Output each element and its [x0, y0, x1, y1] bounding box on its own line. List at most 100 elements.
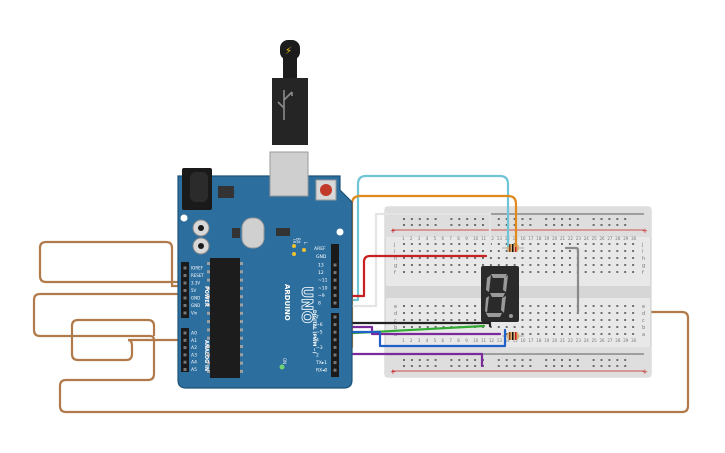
analog-header[interactable]: [181, 328, 189, 372]
breadboard-hole[interactable]: [632, 312, 635, 314]
breadboard-hole[interactable]: [434, 312, 437, 314]
rail-hole[interactable]: [529, 365, 532, 367]
breadboard-hole[interactable]: [576, 333, 579, 335]
breadboard-hole[interactable]: [616, 257, 619, 259]
breadboard-hole[interactable]: [442, 257, 445, 259]
breadboard-hole[interactable]: [632, 305, 635, 307]
breadboard-hole[interactable]: [403, 305, 405, 307]
rail-hole[interactable]: [474, 365, 477, 367]
rail-hole[interactable]: [410, 365, 413, 367]
breadboard-hole[interactable]: [434, 326, 437, 328]
breadboard-hole[interactable]: [568, 257, 571, 259]
breadboard-hole[interactable]: [608, 326, 611, 328]
breadboard-hole[interactable]: [608, 264, 611, 266]
rail-hole[interactable]: [482, 224, 484, 226]
breadboard-hole[interactable]: [600, 333, 603, 335]
arduino-uno-board[interactable]: ARDUINO UNO ON TX RX L IOREFRESET3.3V5VG…: [177, 151, 353, 389]
breadboard-hole[interactable]: [489, 257, 492, 259]
rail-hole[interactable]: [553, 359, 556, 361]
breadboard-hole[interactable]: [553, 333, 556, 335]
breadboard-hole[interactable]: [521, 312, 524, 314]
breadboard-hole[interactable]: [600, 243, 603, 245]
breadboard-hole[interactable]: [450, 250, 453, 252]
rail-hole[interactable]: [403, 218, 405, 220]
breadboard-hole[interactable]: [529, 264, 532, 266]
breadboard-hole[interactable]: [410, 243, 413, 245]
breadboard-hole[interactable]: [608, 257, 611, 259]
breadboard-hole[interactable]: [568, 243, 571, 245]
header-pin[interactable]: [333, 286, 337, 290]
breadboard-hole[interactable]: [458, 271, 461, 273]
breadboard-hole[interactable]: [616, 250, 619, 252]
rail-hole[interactable]: [466, 224, 469, 226]
breadboard-hole[interactable]: [466, 271, 469, 273]
rail-hole[interactable]: [600, 218, 603, 220]
header-pin[interactable]: [183, 331, 187, 335]
rail-hole[interactable]: [505, 218, 508, 220]
header-pin[interactable]: [333, 345, 337, 349]
breadboard-hole[interactable]: [434, 257, 437, 259]
breadboard-hole[interactable]: [458, 312, 461, 314]
breadboard-hole[interactable]: [474, 305, 477, 307]
breadboard-hole[interactable]: [513, 326, 516, 328]
breadboard-hole[interactable]: [466, 312, 469, 314]
rail-hole[interactable]: [553, 365, 556, 367]
breadboard-hole[interactable]: [450, 319, 453, 321]
breadboard-hole[interactable]: [616, 326, 619, 328]
breadboard-hole[interactable]: [624, 257, 627, 259]
breadboard-hole[interactable]: [592, 264, 595, 266]
breadboard-hole[interactable]: [505, 264, 508, 266]
header-pin[interactable]: [183, 311, 187, 315]
breadboard-hole[interactable]: [608, 312, 611, 314]
breadboard-hole[interactable]: [632, 264, 635, 266]
breadboard-hole[interactable]: [576, 319, 579, 321]
breadboard-hole[interactable]: [521, 243, 524, 245]
rail-hole[interactable]: [458, 359, 461, 361]
breadboard-hole[interactable]: [624, 243, 627, 245]
breadboard-hole[interactable]: [608, 305, 611, 307]
header-pin[interactable]: [183, 338, 187, 342]
rail-hole[interactable]: [403, 224, 405, 226]
breadboard-hole[interactable]: [600, 305, 603, 307]
breadboard-hole[interactable]: [537, 305, 540, 307]
breadboard-hole[interactable]: [450, 312, 453, 314]
rail-hole[interactable]: [450, 365, 453, 367]
wire-blue[interactable]: [334, 328, 507, 348]
breadboard-hole[interactable]: [553, 312, 556, 314]
reset-button[interactable]: [315, 179, 337, 201]
header-pin[interactable]: [333, 361, 337, 365]
rail-hole[interactable]: [505, 359, 508, 361]
rail-hole[interactable]: [616, 224, 619, 226]
breadboard-hole[interactable]: [584, 319, 587, 321]
header-pin[interactable]: [333, 263, 337, 267]
breadboard-hole[interactable]: [505, 257, 508, 259]
breadboard-hole[interactable]: [592, 333, 595, 335]
breadboard-hole[interactable]: [545, 271, 548, 273]
breadboard-hole[interactable]: [632, 319, 635, 321]
rail-hole[interactable]: [418, 365, 421, 367]
breadboard-hole[interactable]: [434, 271, 437, 273]
rail-hole[interactable]: [497, 224, 500, 226]
breadboard-hole[interactable]: [458, 257, 461, 259]
rail-hole[interactable]: [466, 218, 469, 220]
breadboard-hole[interactable]: [497, 243, 500, 245]
breadboard-hole[interactable]: [474, 257, 477, 259]
breadboard-hole[interactable]: [624, 319, 627, 321]
rail-hole[interactable]: [482, 218, 484, 220]
header-pin[interactable]: [333, 271, 337, 275]
breadboard-hole[interactable]: [561, 271, 563, 273]
rail-hole[interactable]: [608, 365, 611, 367]
breadboard-hole[interactable]: [489, 264, 492, 266]
breadboard-hole[interactable]: [624, 271, 627, 273]
breadboard-hole[interactable]: [403, 271, 405, 273]
breadboard-hole[interactable]: [592, 312, 595, 314]
breadboard-hole[interactable]: [592, 305, 595, 307]
breadboard-hole[interactable]: [466, 243, 469, 245]
breadboard-hole[interactable]: [624, 264, 627, 266]
rail-hole[interactable]: [576, 224, 579, 226]
breadboard-hole[interactable]: [600, 264, 603, 266]
breadboard-hole[interactable]: [553, 264, 556, 266]
breadboard-hole[interactable]: [632, 257, 635, 259]
breadboard-hole[interactable]: [553, 243, 556, 245]
rail-hole[interactable]: [600, 224, 603, 226]
